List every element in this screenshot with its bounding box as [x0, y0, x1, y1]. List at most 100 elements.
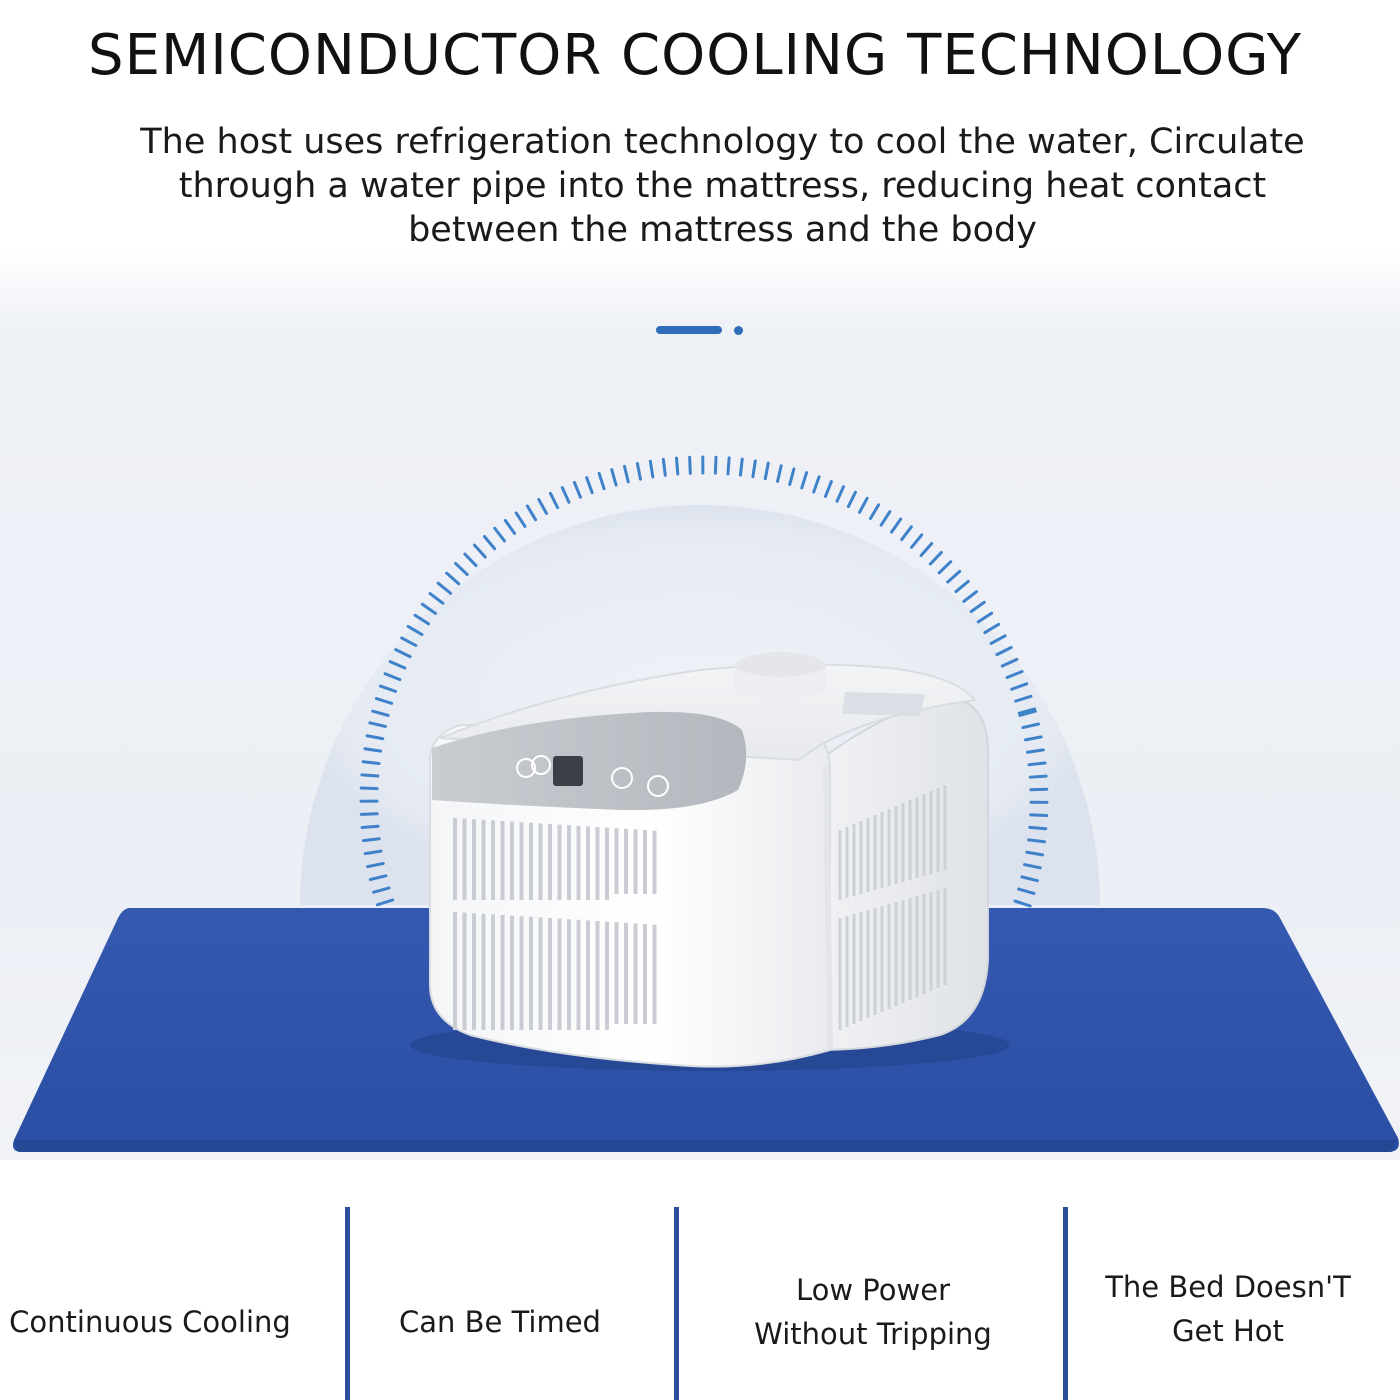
tick-mark: [548, 491, 560, 510]
tick-mark: [361, 760, 381, 766]
tick-mark: [388, 660, 407, 670]
tick-mark: [1020, 875, 1039, 883]
tick-mark: [360, 824, 380, 830]
tick-mark: [919, 542, 934, 557]
tick-mark: [674, 456, 680, 476]
tick-mark: [1021, 722, 1040, 730]
tick-mark: [365, 734, 385, 741]
tick-mark: [1029, 787, 1049, 792]
tick-mark: [928, 550, 943, 566]
feature-low-power: Low Power Without Tripping: [754, 1273, 992, 1351]
tick-mark: [1027, 761, 1047, 767]
tick-mark: [610, 468, 618, 487]
tick-mark: [372, 886, 391, 894]
tick-mark: [1010, 682, 1029, 691]
tick-mark: [1023, 735, 1043, 742]
tick-mark: [738, 457, 744, 477]
tick-mark: [776, 464, 783, 483]
tick-mark: [400, 636, 418, 647]
tick-mark: [1028, 825, 1048, 831]
tick-mark: [428, 592, 445, 605]
tick-mark: [406, 624, 424, 637]
tick-mark: [713, 455, 718, 475]
features-band: [0, 1160, 1400, 1400]
tick-mark: [763, 461, 770, 481]
tick-mark: [413, 613, 431, 626]
tick-mark: [525, 504, 538, 522]
tick-mark: [597, 471, 606, 491]
tick-mark: [989, 634, 1007, 645]
tick-mark: [983, 622, 1001, 635]
tick-mark: [560, 486, 571, 504]
tick-mark: [361, 837, 381, 843]
tick-mark: [378, 684, 398, 693]
tick-mark: [472, 543, 487, 559]
feature-can-be-timed: Can Be Timed: [399, 1305, 601, 1339]
tick-mark: [976, 611, 994, 624]
tick-mark: [788, 467, 796, 486]
tick-mark: [1025, 850, 1045, 857]
tick-mark: [383, 672, 402, 682]
feature-bed-not-hot: The Bed Doesn'T Get Hot: [1105, 1270, 1351, 1348]
tick-mark: [420, 602, 437, 615]
tick-mark: [1027, 838, 1046, 844]
tick-mark: [1025, 748, 1045, 754]
tick-mark: [368, 874, 388, 881]
tick-mark: [846, 490, 857, 509]
tick-mark: [1013, 899, 1032, 908]
tick-mark: [751, 459, 757, 479]
tick-mark: [445, 571, 461, 586]
tick-mark: [363, 747, 383, 753]
tick-mark: [879, 510, 892, 527]
tick-mark: [962, 590, 978, 603]
tick-mark: [482, 534, 497, 551]
page-description: The host uses refrigeration technology t…: [140, 122, 1305, 250]
tick-mark: [366, 862, 385, 869]
tick-mark: [374, 697, 394, 705]
tick-mark: [1018, 709, 1037, 717]
tick-mark: [648, 459, 655, 479]
tick-mark: [900, 525, 913, 542]
feature-divider: [674, 1207, 679, 1400]
tick-mark: [937, 560, 953, 575]
tick-mark: [969, 600, 986, 614]
tick-mark: [623, 464, 630, 484]
tick-mark: [946, 569, 962, 584]
decorative-dot: [734, 326, 743, 335]
tick-mark: [1017, 707, 1037, 715]
tick-mark: [493, 526, 506, 543]
tick-mark: [726, 456, 731, 476]
tick-mark: [360, 773, 380, 778]
tick-mark: [635, 462, 642, 481]
tick-mark: [688, 455, 692, 475]
tick-mark: [1000, 657, 1019, 668]
tick-mark: [1017, 887, 1036, 895]
tick-mark: [436, 581, 453, 595]
tick-mark: [1029, 813, 1049, 818]
tick-mark: [359, 786, 379, 791]
tick-mark: [572, 480, 582, 499]
tick-mark: [1023, 863, 1042, 870]
tick-mark: [375, 898, 395, 907]
tick-mark: [394, 648, 412, 659]
tick-mark: [835, 485, 846, 503]
tick-mark: [371, 709, 390, 717]
feature-divider: [1063, 1207, 1068, 1400]
chiller-unit-icon: [410, 652, 1010, 1071]
tick-mark: [585, 476, 594, 495]
tick-mark: [954, 579, 970, 594]
tick-mark: [463, 552, 478, 568]
tick-mark: [503, 518, 517, 535]
tick-mark: [800, 471, 809, 490]
tick-mark: [363, 849, 383, 856]
tick-mark: [858, 496, 869, 514]
tick-mark: [868, 503, 881, 521]
tick-mark: [537, 497, 548, 515]
tick-mark: [1005, 670, 1024, 680]
tick-mark: [454, 561, 469, 576]
tick-ring: [359, 455, 1049, 919]
tick-mark: [910, 533, 924, 549]
tick-mark: [359, 812, 379, 816]
page-title: SEMICONDUCTOR COOLING TECHNOLOGY: [88, 23, 1302, 88]
